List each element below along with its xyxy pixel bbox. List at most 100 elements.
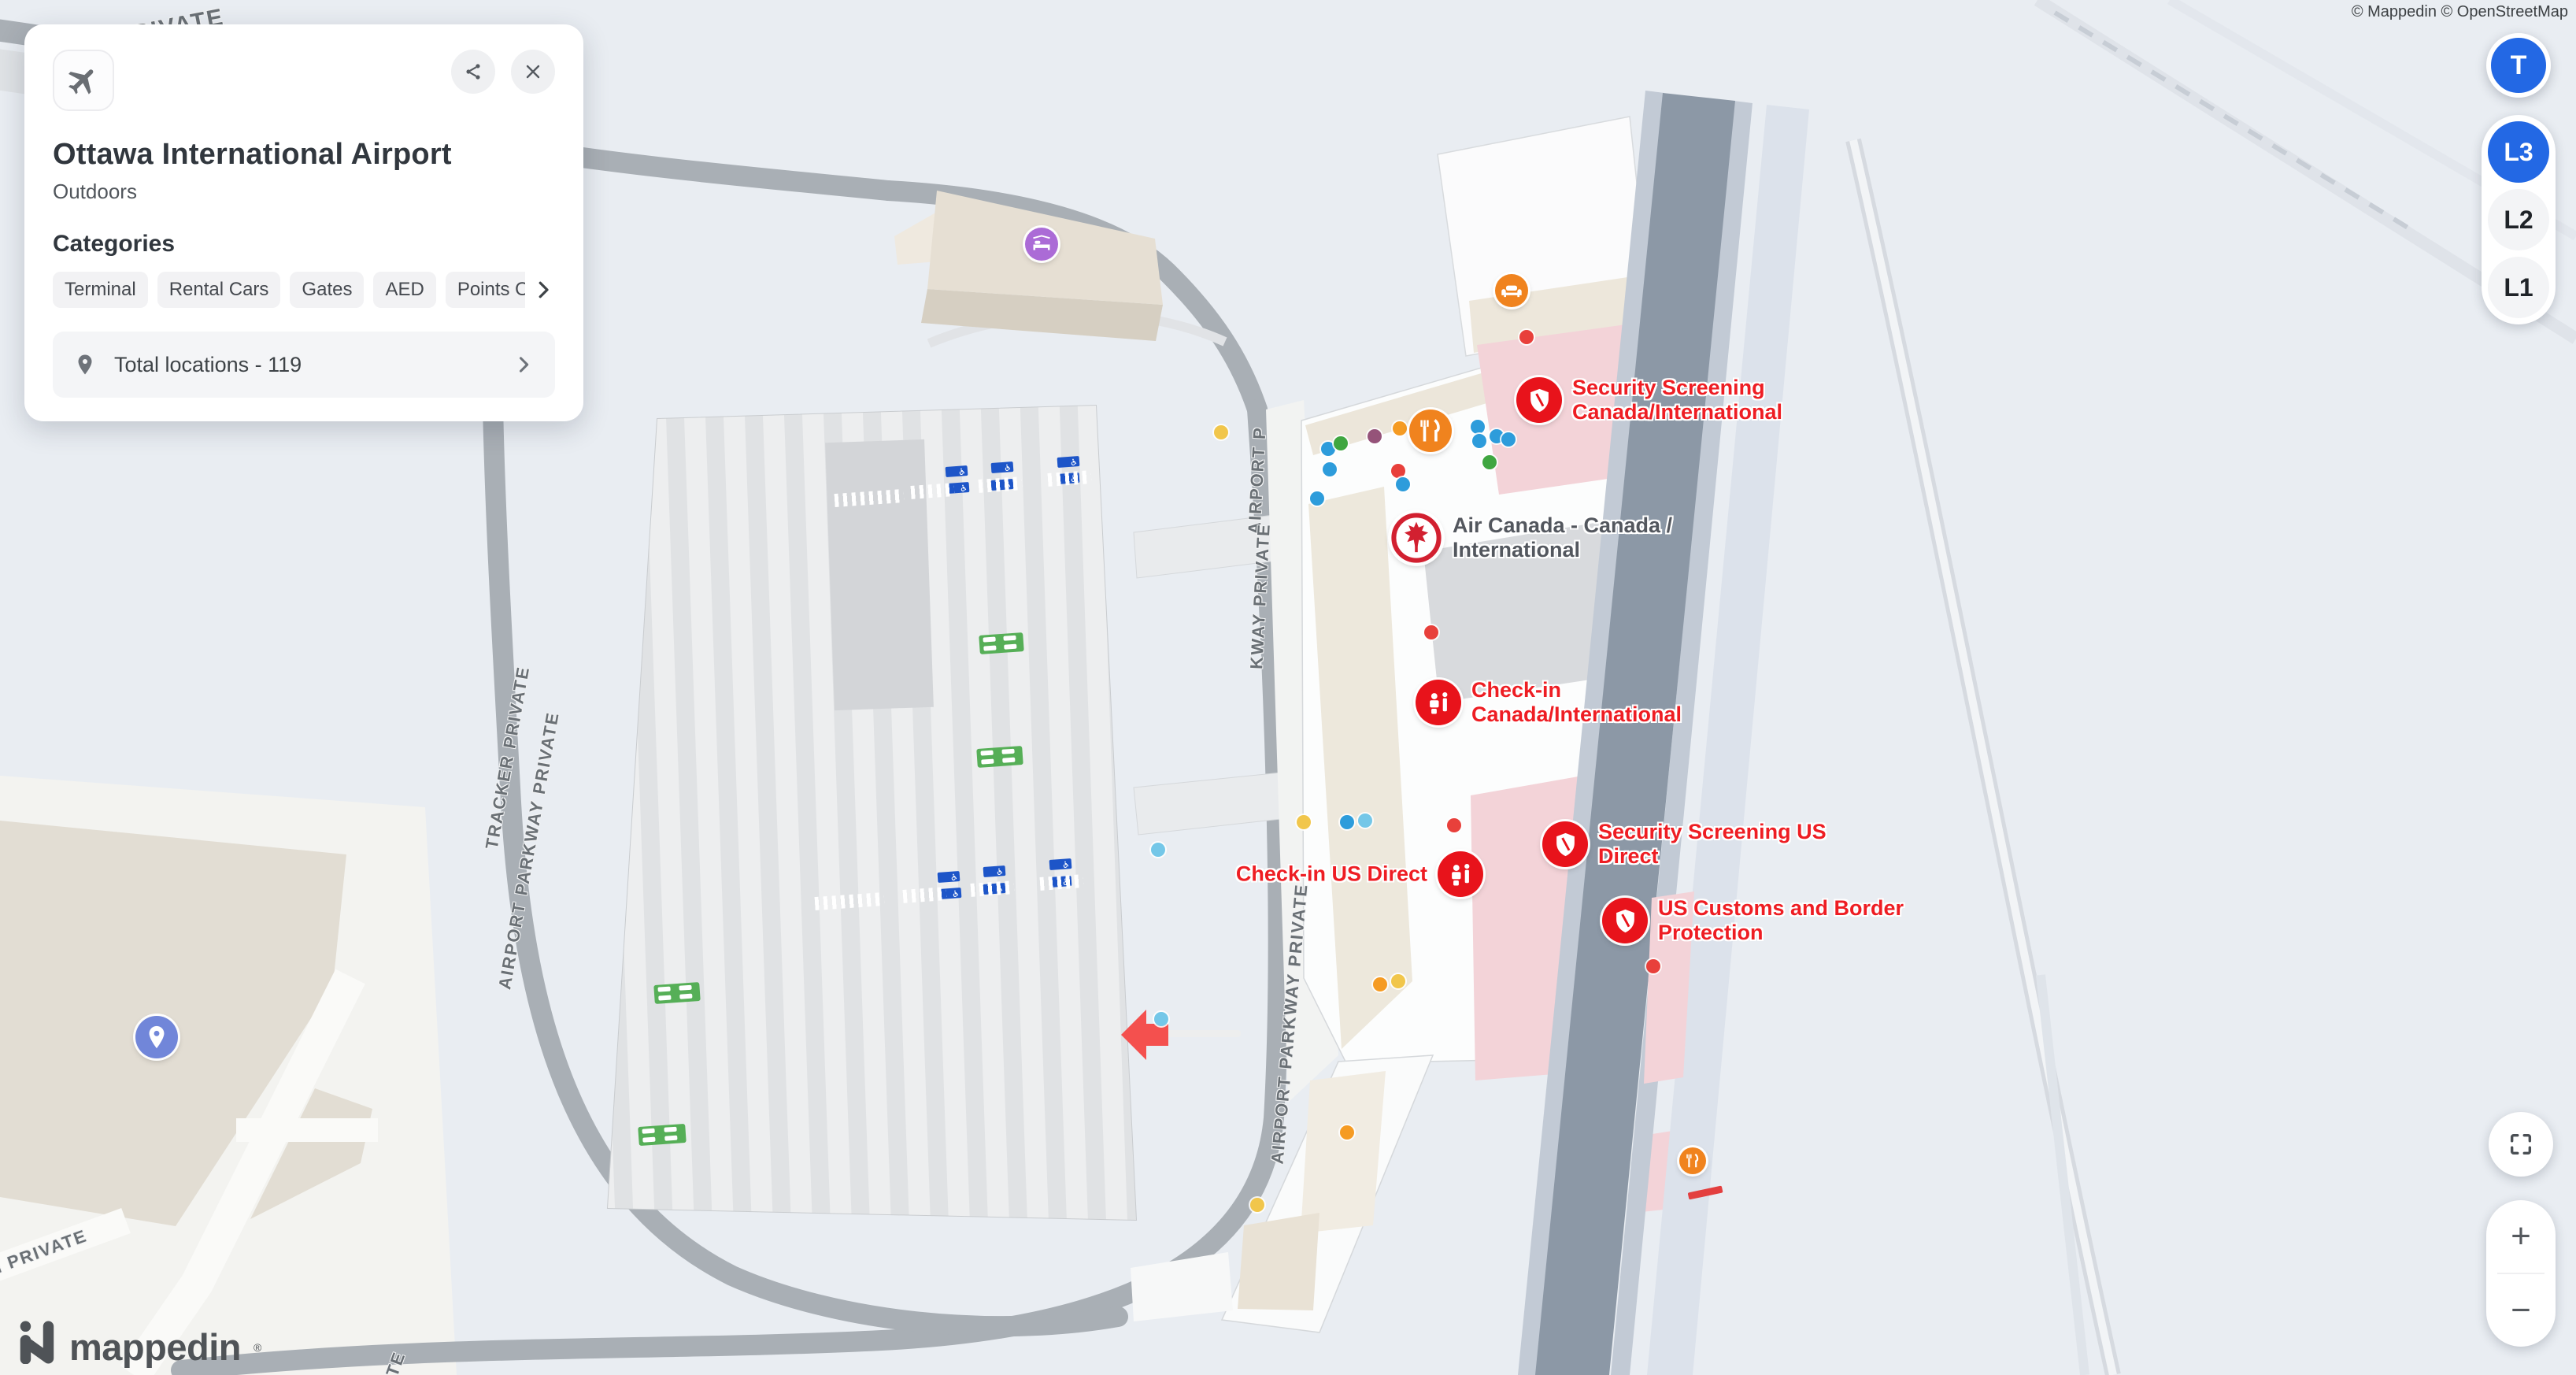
red-dash-marker xyxy=(1688,1185,1723,1200)
map-dot-yellow[interactable] xyxy=(1297,815,1311,829)
accessible-parking-marker xyxy=(945,465,968,477)
map-dot-red[interactable] xyxy=(1424,625,1438,639)
map-dot-blue[interactable] xyxy=(1310,491,1324,506)
chips-scroll-button[interactable] xyxy=(525,278,555,302)
restaurant-icon[interactable] xyxy=(1409,410,1452,452)
divider xyxy=(2497,1273,2545,1274)
zoom-pill: + − xyxy=(2486,1200,2556,1347)
map-dot-blue[interactable] xyxy=(1471,420,1485,434)
map-dot-blue[interactable] xyxy=(1396,477,1410,491)
map-dot-blue[interactable] xyxy=(1323,462,1337,476)
air-canada-icon[interactable] xyxy=(1390,512,1442,564)
hotel-bed-icon[interactable] xyxy=(1025,228,1058,261)
zoom-out-button[interactable]: − xyxy=(2486,1274,2556,1347)
location-pin-icon[interactable] xyxy=(135,1016,178,1058)
shield-icon[interactable] xyxy=(1542,821,1588,867)
map-dot-blue[interactable] xyxy=(1340,815,1354,829)
floor-button-l3[interactable]: L3 xyxy=(2488,121,2549,183)
share-icon xyxy=(466,64,480,80)
ev-parking-marker xyxy=(638,1123,687,1147)
category-chip-aed[interactable]: AED xyxy=(373,272,436,308)
map-dot-green[interactable] xyxy=(1482,455,1497,469)
total-locations-button[interactable]: Total locations - 119 xyxy=(53,332,555,398)
terminal-front-roadway xyxy=(1518,91,1809,1375)
accessible-parking-marker xyxy=(1049,858,1072,870)
category-chip-terminal[interactable]: Terminal xyxy=(53,272,148,308)
parking-garage[interactable] xyxy=(598,378,1149,1244)
map-dot-lightblue[interactable] xyxy=(1358,814,1372,828)
map-dot-orange[interactable] xyxy=(1373,977,1387,991)
ev-parking-marker xyxy=(653,982,701,1004)
zoom-in-button[interactable]: + xyxy=(2486,1200,2556,1273)
map-dot-lightblue[interactable] xyxy=(1151,843,1165,857)
map-dot-red[interactable] xyxy=(1391,464,1405,478)
category-chip-gates[interactable]: Gates xyxy=(290,272,365,308)
check-in-icon[interactable] xyxy=(1416,680,1461,725)
floor-button-l1[interactable]: L1 xyxy=(2488,257,2549,318)
mappedin-n-icon xyxy=(20,1321,54,1364)
floor-button-l2[interactable]: L2 xyxy=(2488,189,2549,250)
close-icon xyxy=(526,65,540,79)
map-controls: + − xyxy=(2486,1112,2556,1347)
surface-parking-lots xyxy=(0,776,457,1375)
accessible-parking-marker xyxy=(946,482,970,494)
fullscreen-icon xyxy=(2510,1133,2532,1155)
pedestrian-bridges xyxy=(1133,510,1325,836)
map-dot-yellow[interactable] xyxy=(1214,425,1228,439)
map-dot-yellow[interactable] xyxy=(1391,974,1405,988)
exit-arrow xyxy=(1121,1010,1168,1060)
poi-label-air-canada-canada-international[interactable]: Air Canada - Canada /International xyxy=(1453,513,1673,561)
map-dot-plum[interactable] xyxy=(1368,429,1382,443)
total-locations-label: Total locations - 119 xyxy=(114,352,302,376)
chevron-right-icon xyxy=(519,357,529,372)
shield-icon[interactable] xyxy=(1516,377,1562,423)
map-dot-lightblue[interactable] xyxy=(1154,1012,1168,1026)
pin-icon xyxy=(73,353,97,376)
location-subtitle: Outdoors xyxy=(53,180,137,203)
chevron-right-icon xyxy=(539,281,549,298)
map-dot-red[interactable] xyxy=(1447,818,1461,832)
shield-icon[interactable] xyxy=(1602,898,1648,943)
check-in-icon[interactable] xyxy=(1438,851,1483,897)
map-dot-blue[interactable] xyxy=(1321,442,1335,456)
lane-line xyxy=(1165,1030,1241,1037)
category-chip-rental-cars[interactable]: Rental Cars xyxy=(157,272,281,308)
mappedin-logo: mappedin ® xyxy=(19,1320,262,1368)
share-button[interactable] xyxy=(451,50,495,94)
mappedin-wordmark: mappedin xyxy=(69,1325,241,1368)
poi-label-check-in-us-direct[interactable]: Check-in US Direct xyxy=(1235,862,1427,886)
lounge-couch-icon[interactable] xyxy=(1495,274,1528,307)
map-dot-red[interactable] xyxy=(1646,959,1660,973)
map-dot-blue[interactable] xyxy=(1501,432,1516,447)
map-dot-blue[interactable] xyxy=(1490,429,1504,443)
airplane-icon xyxy=(53,50,114,111)
map-dot-blue[interactable] xyxy=(1472,434,1486,448)
map-dot-orange[interactable] xyxy=(1393,421,1407,435)
terminal-building[interactable] xyxy=(1131,116,1702,1333)
accessible-parking-marker xyxy=(938,888,962,899)
restaurant-icon[interactable] xyxy=(1679,1147,1706,1174)
map-dot-orange[interactable] xyxy=(1340,1125,1354,1140)
registered-mark: ® xyxy=(253,1341,262,1354)
fullscreen-button[interactable] xyxy=(2489,1112,2553,1177)
accessible-parking-marker xyxy=(990,461,1014,473)
location-card: Ottawa International Airport Outdoors Ca… xyxy=(24,24,583,421)
category-chip-points-of[interactable]: Points Of xyxy=(445,272,525,308)
close-button[interactable] xyxy=(511,50,555,94)
map-dot-red[interactable] xyxy=(1519,330,1534,344)
map-dot-yellow[interactable] xyxy=(1250,1198,1264,1212)
floor-button-t[interactable]: T xyxy=(2486,33,2551,98)
accessible-parking-marker xyxy=(1057,456,1080,468)
accessible-parking-marker xyxy=(983,865,1006,877)
map-dot-green[interactable] xyxy=(1334,436,1348,450)
